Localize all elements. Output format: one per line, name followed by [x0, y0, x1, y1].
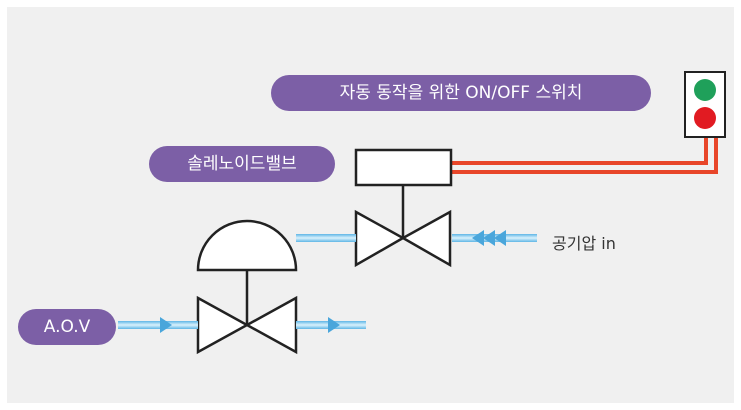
solenoid-box-icon [354, 148, 453, 187]
process-pipe-outlet [296, 317, 366, 333]
arrow-right-icon [328, 317, 340, 333]
arrow-left-icon [494, 230, 506, 246]
air-in-pipe [452, 230, 537, 246]
signal-wire-upper [451, 137, 708, 165]
air-pipe-to-actuator [296, 234, 356, 242]
red-light-icon [694, 107, 716, 129]
green-light-icon [694, 79, 716, 101]
switch-box [684, 71, 726, 138]
signal-wire-lower [451, 137, 718, 174]
solenoid-label: 솔레노이드밸브 [149, 146, 335, 182]
arrow-left-icon [472, 230, 484, 246]
signal-wires [451, 137, 718, 174]
air-in-label: 공기압 in [552, 234, 616, 253]
arrow-right-icon [160, 317, 172, 333]
switch-label: 자동 동작을 위한 ON/OFF 스위치 [271, 75, 651, 111]
aov-label: A.O.V [18, 309, 116, 345]
diagram-panel [7, 7, 734, 403]
arrow-left-icon [483, 230, 495, 246]
process-pipe-inlet [118, 317, 198, 333]
dome-actuator-icon [196, 219, 298, 272]
